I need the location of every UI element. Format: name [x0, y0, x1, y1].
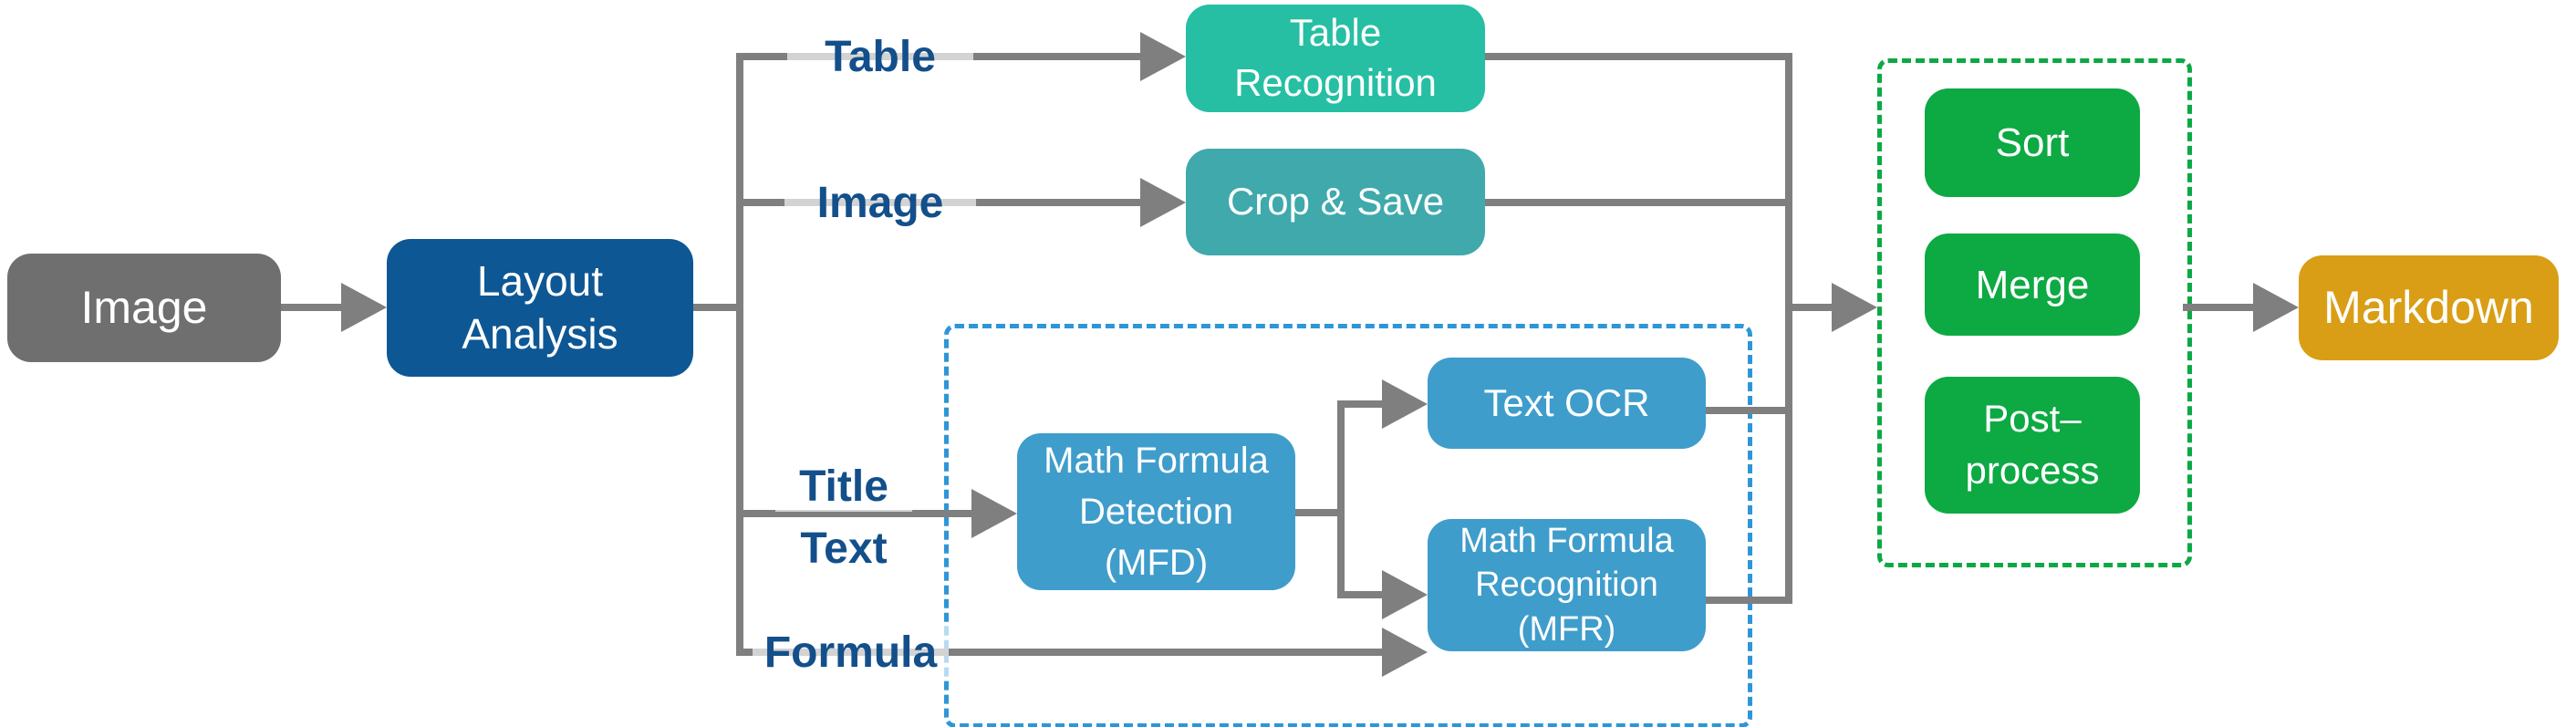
connector-layout-to-trunk [693, 304, 743, 311]
connector-text-ocr-out [1706, 407, 1792, 414]
branch-label-formula: Formula [753, 627, 949, 678]
connector-crop-save-out [1485, 199, 1792, 206]
node-image: Image [7, 254, 281, 362]
node-markdown: Markdown [2299, 255, 2559, 360]
connector-formula-branch [740, 649, 1387, 656]
connector-to-markdown [2183, 304, 2256, 311]
formula-ocr-group-outline [944, 324, 1752, 727]
branch-trunk-line [736, 53, 743, 656]
arrowhead-into-table-recognition [1140, 32, 1186, 81]
arrowhead-into-markdown [2253, 283, 2299, 332]
node-crop-save: Crop & Save [1186, 149, 1485, 255]
arrowhead-into-mfr-from-formula [1382, 628, 1428, 677]
merge-trunk-line [1785, 53, 1792, 604]
branch-label-title: Title [775, 461, 912, 512]
node-text-ocr: Text OCR [1428, 358, 1706, 449]
connector-to-postprocessing-group [1785, 304, 1835, 311]
connector-to-text-ocr [1337, 400, 1387, 408]
arrowhead-into-text-ocr [1382, 379, 1428, 429]
connector-mfd-split [1337, 400, 1345, 598]
node-sort: Sort [1925, 88, 2140, 197]
connector-title-text-branch [740, 510, 977, 517]
node-merge: Merge [1925, 234, 2140, 336]
branch-label-text: Text [775, 523, 912, 574]
arrowhead-into-postprocessing-group [1832, 283, 1877, 332]
node-table-recognition: Table Recognition [1186, 5, 1485, 112]
connector-to-mfr [1337, 591, 1387, 598]
node-math-formula-detection: Math Formula Detection (MFD) [1017, 433, 1295, 590]
branch-label-table: Table [787, 31, 973, 82]
node-layout-analysis: Layout Analysis [387, 239, 693, 377]
branch-label-image: Image [784, 177, 976, 228]
connector-image-to-layout [278, 304, 347, 311]
node-post-process: Post– process [1925, 377, 2140, 514]
node-math-formula-recognition: Math Formula Recognition (MFR) [1428, 519, 1706, 651]
arrowhead-into-mfd [971, 489, 1017, 538]
connector-mfr-out [1706, 597, 1792, 604]
postprocessing-group-outline [1877, 58, 2192, 567]
arrowhead-into-crop-save [1140, 178, 1186, 227]
arrowhead-into-layout-analysis [341, 283, 387, 332]
connector-mfd-out [1295, 509, 1345, 516]
connector-table-recognition-out [1485, 53, 1792, 60]
arrowhead-into-mfr-from-mfd [1382, 570, 1428, 619]
